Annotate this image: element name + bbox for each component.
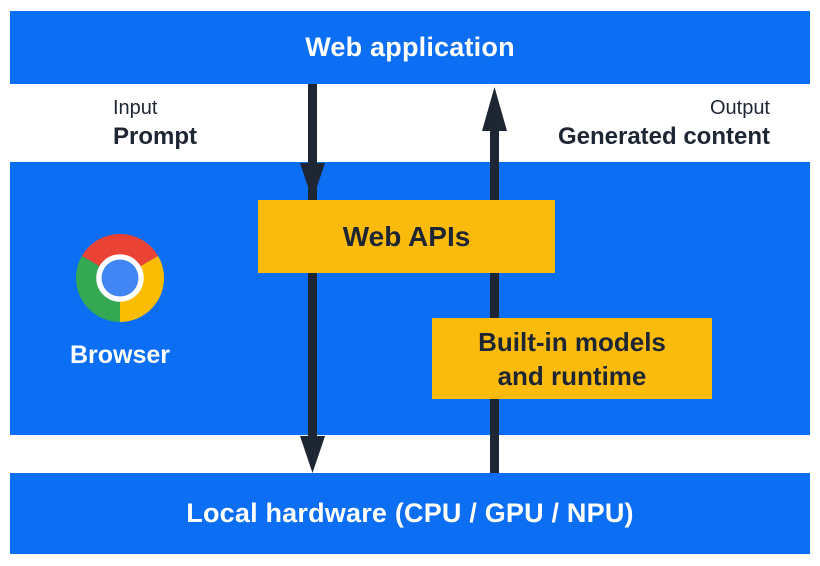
local-hardware-label: Local hardware (CPU / GPU / NPU) xyxy=(186,498,634,528)
output-title: Output xyxy=(709,97,770,119)
input-title: Input xyxy=(113,97,158,119)
local-hardware-bar: Local hardware (CPU / GPU / NPU) xyxy=(10,473,810,554)
web-apis-label: Web APIs xyxy=(342,220,471,252)
web-application-bar: Web application xyxy=(10,11,810,84)
builtin-models-box: Built-in models and runtime xyxy=(432,318,712,399)
builtin-models-label-line1: Built-in models xyxy=(478,326,666,357)
input-value: Prompt xyxy=(113,123,197,150)
web-application-label: Web application xyxy=(305,32,515,62)
output-value: Generated content xyxy=(557,123,770,150)
builtin-models-label-line2: and runtime xyxy=(497,360,647,391)
output-label-group: Output Generated content xyxy=(558,97,770,151)
web-apis-box: Web APIs xyxy=(258,200,555,273)
browser-label: Browser xyxy=(69,341,171,369)
chrome-icon xyxy=(76,234,164,322)
input-label-group: Input Prompt xyxy=(113,97,197,151)
